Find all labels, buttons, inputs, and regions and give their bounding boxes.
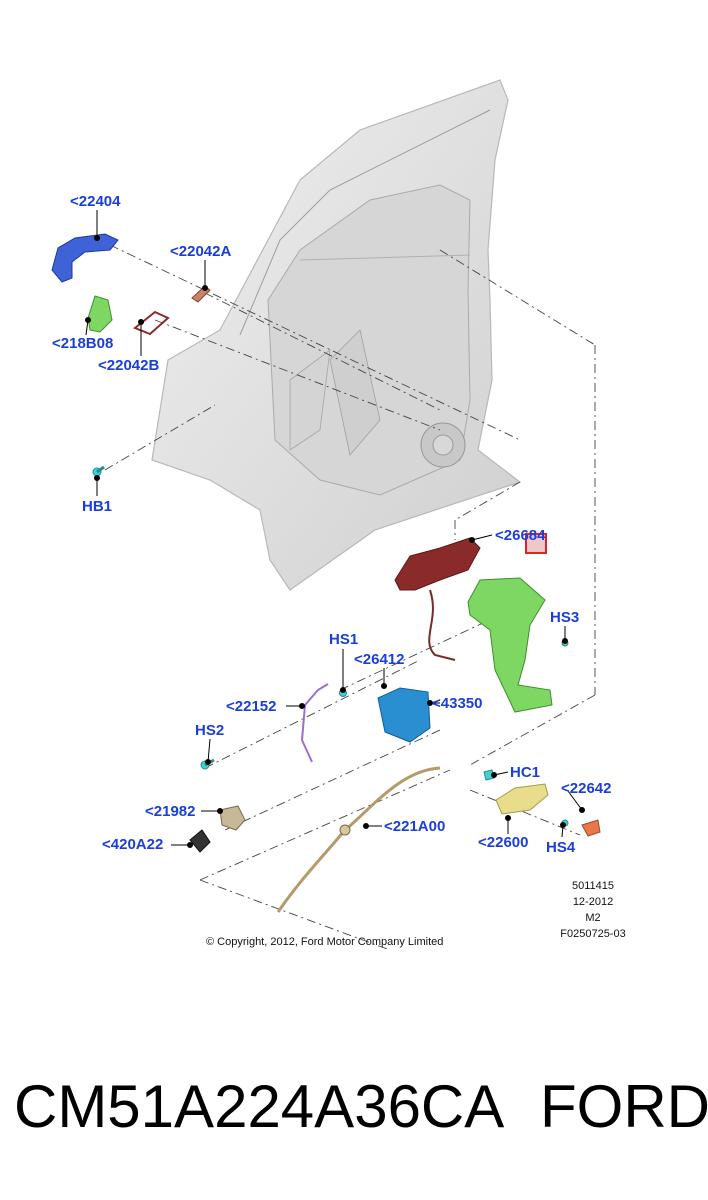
handle-bracket — [87, 295, 113, 333]
cable-bracket — [219, 805, 246, 831]
door-latch — [377, 687, 431, 743]
highlight-box — [525, 533, 547, 554]
callout-hc1: HC1 — [510, 764, 541, 781]
brand-name: FORD — [540, 1073, 708, 1140]
latch-carrier — [467, 577, 553, 713]
bolt-hb1 — [92, 465, 105, 477]
handle-bezel — [581, 819, 601, 837]
callout-hs3: HS3 — [550, 609, 580, 626]
callout-hb1: HB1 — [82, 498, 113, 515]
callout-22042b: <22042B — [98, 357, 160, 374]
callout-26684: <26684 — [495, 527, 546, 544]
leader-lines — [85, 210, 585, 848]
lock-cable — [428, 589, 456, 661]
callout-420a22: <420A22 — [102, 836, 164, 853]
callout-221a00: <221A00 — [384, 818, 446, 835]
part-number: CM51A224A36CA — [14, 1073, 505, 1140]
callout-43350: <43350 — [432, 695, 483, 712]
lock-module — [394, 537, 481, 591]
callout-26412: <26412 — [354, 651, 405, 668]
assembly-lines — [104, 244, 596, 951]
callout-22042a: <22042A — [170, 243, 232, 260]
callout-22642: <22642 — [561, 780, 612, 797]
callout-hs4: HS4 — [546, 839, 576, 856]
exploded-parts-diagram — [51, 79, 601, 951]
release-cable — [276, 766, 441, 913]
inside-handle — [495, 783, 549, 815]
illustration-file: F0250725-03 — [560, 928, 626, 940]
callout-218b08: <218B08 — [52, 335, 114, 352]
callout-hs1: HS1 — [329, 631, 359, 648]
copyright-notice: © Copyright, 2012, Ford Motor Company Li… — [206, 936, 444, 948]
door-panel — [151, 79, 522, 591]
callout-22152: <22152 — [226, 698, 277, 715]
callout-22600: <22600 — [478, 834, 529, 851]
cable-end — [339, 824, 351, 836]
handle-gasket-rear — [133, 310, 170, 336]
illustration-id: 5011415 — [571, 880, 614, 892]
illustration-date: 12-2012 — [572, 896, 614, 908]
latch-rod — [300, 683, 329, 763]
callout-hs2: HS2 — [195, 722, 225, 739]
grommet — [189, 829, 211, 853]
outside-handle — [51, 233, 119, 283]
illustration-rev: M2 — [585, 912, 601, 924]
callout-22404: <22404 — [70, 193, 121, 210]
callout-21982: <21982 — [145, 803, 196, 820]
